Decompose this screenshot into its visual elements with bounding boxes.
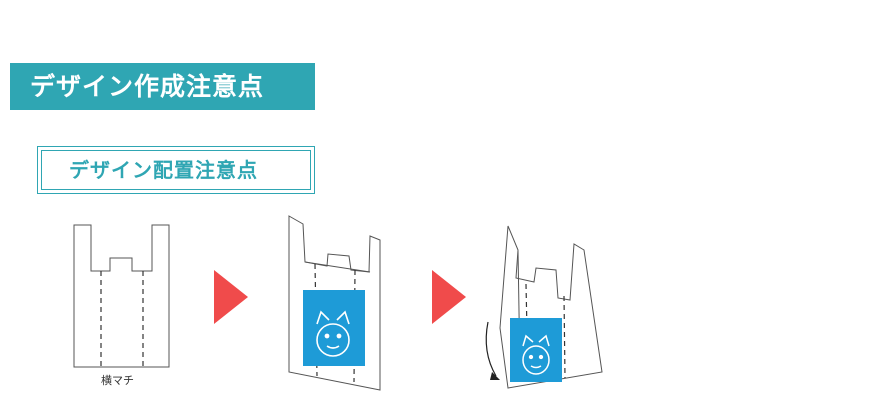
flat-bag-outline xyxy=(73,224,170,368)
bag-with-print-diagram xyxy=(288,215,381,391)
fold-arrow-icon xyxy=(485,321,497,377)
bag-top-fold xyxy=(304,261,371,273)
folded-bag-diagram xyxy=(485,225,603,389)
print-area xyxy=(510,318,562,382)
play-arrow-icon xyxy=(432,270,466,324)
flat-bag-diagram xyxy=(73,224,170,368)
sub-heading-box: デザイン配置注意点 xyxy=(37,146,315,194)
mascot-illustration xyxy=(316,310,350,357)
sub-heading: デザイン配置注意点 xyxy=(41,150,311,190)
print-area xyxy=(303,290,365,366)
play-arrow-icon xyxy=(214,270,248,324)
mascot-illustration xyxy=(522,334,550,375)
main-heading: デザイン作成注意点 xyxy=(10,63,315,110)
gusset-caption: 横マチ xyxy=(101,374,134,387)
folded-bag-fold-line-right xyxy=(563,295,566,379)
